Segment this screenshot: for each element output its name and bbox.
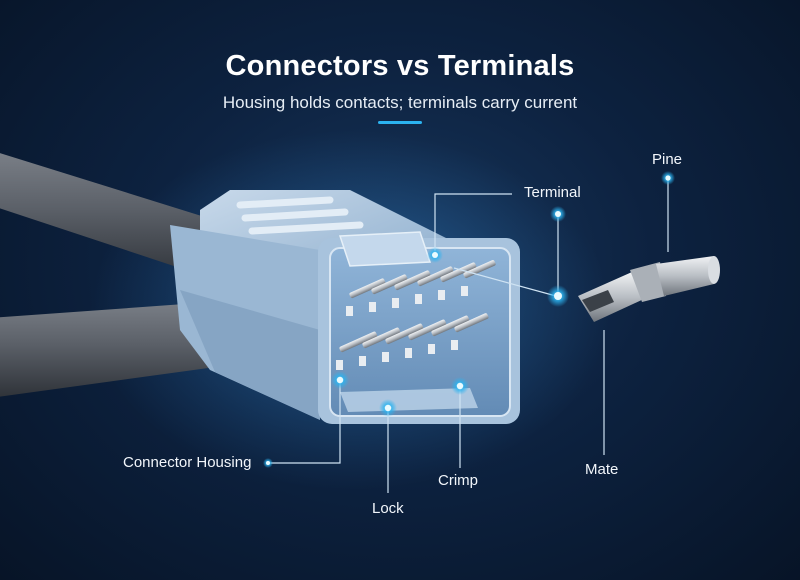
callout-label-connector-housing: Connector Housing — [123, 454, 251, 471]
callout-label-mate: Mate — [585, 461, 618, 478]
callout-label-lock: Lock — [372, 500, 404, 517]
callout-label-crimp: Crimp — [438, 472, 478, 489]
callout-label-pine: Pine — [652, 151, 682, 168]
callout-label-terminal: Terminal — [524, 184, 581, 201]
